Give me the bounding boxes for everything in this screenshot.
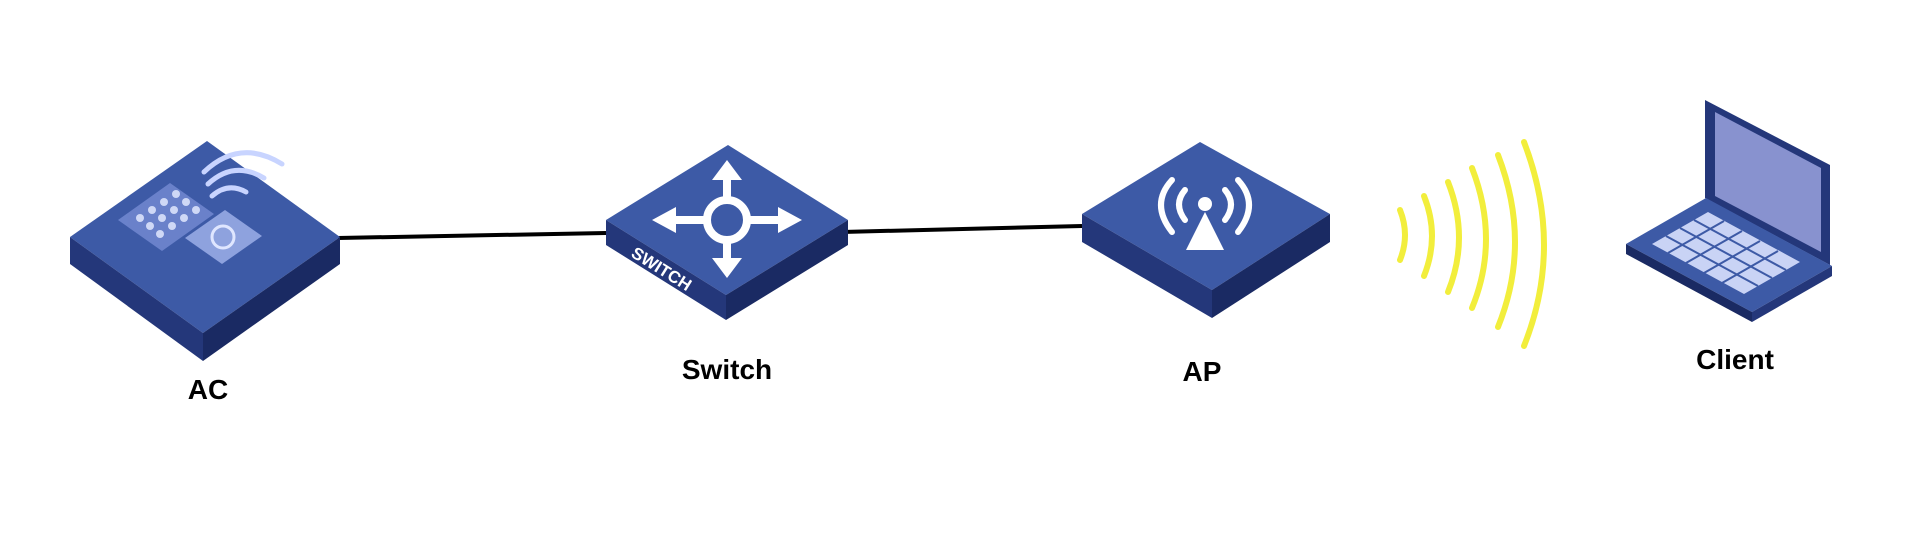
ap-label: AP (1182, 356, 1222, 387)
laptop-icon (1626, 100, 1832, 322)
switch-label: Switch (681, 354, 773, 385)
client-label: Client (1696, 344, 1774, 375)
access-point-icon (1082, 142, 1330, 318)
link-ac-switch (337, 231, 607, 240)
wireless-signal-icon (1397, 139, 1547, 349)
ac-label: AC (187, 374, 229, 405)
link-switch-ap (841, 224, 1083, 234)
switch-icon: SWITCH (606, 145, 848, 320)
access-controller-icon (70, 141, 340, 361)
